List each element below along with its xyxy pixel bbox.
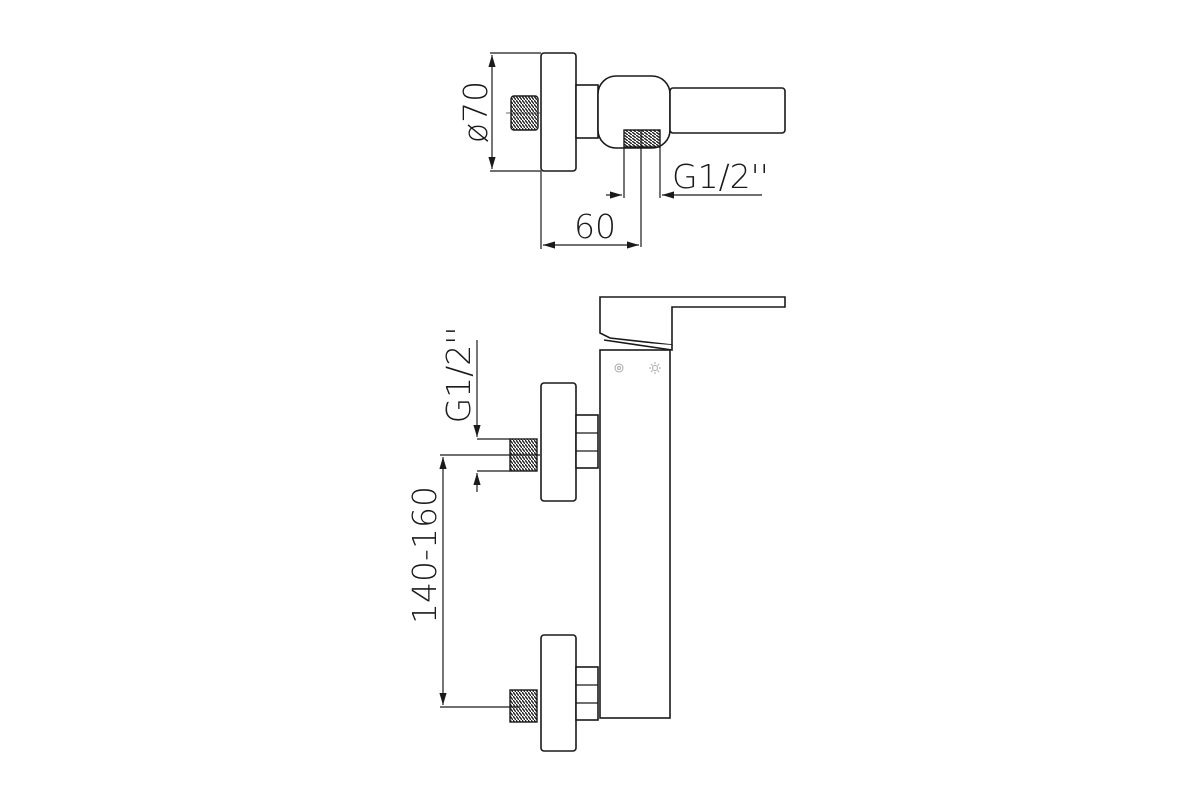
top-thread-dimension-label: G1/2''	[672, 157, 769, 196]
top-view: ø70 G1/2'' 60	[456, 52, 786, 249]
connector	[575, 84, 599, 139]
lever-handle	[669, 87, 786, 134]
depth-dimension-label: 60	[574, 207, 616, 246]
lower-wall-flange	[540, 634, 577, 752]
side-thread-dimension-label: G1/2''	[439, 327, 478, 424]
lever-handle	[599, 296, 786, 346]
mixer-body	[599, 349, 671, 719]
lower-inlet-thread	[509, 689, 538, 723]
cold-water-icon	[614, 363, 624, 373]
lower-connector	[575, 666, 599, 721]
upper-connector	[575, 414, 599, 469]
spacing-dimension-label: 140-160	[405, 486, 444, 624]
wall-flange	[540, 52, 577, 172]
upper-wall-flange	[540, 382, 577, 502]
side-view: G1/2'' 140-160	[405, 296, 786, 752]
outlet-thread	[623, 129, 661, 148]
hot-water-icon	[649, 362, 661, 374]
diameter-dimension-label: ø70	[456, 81, 495, 143]
